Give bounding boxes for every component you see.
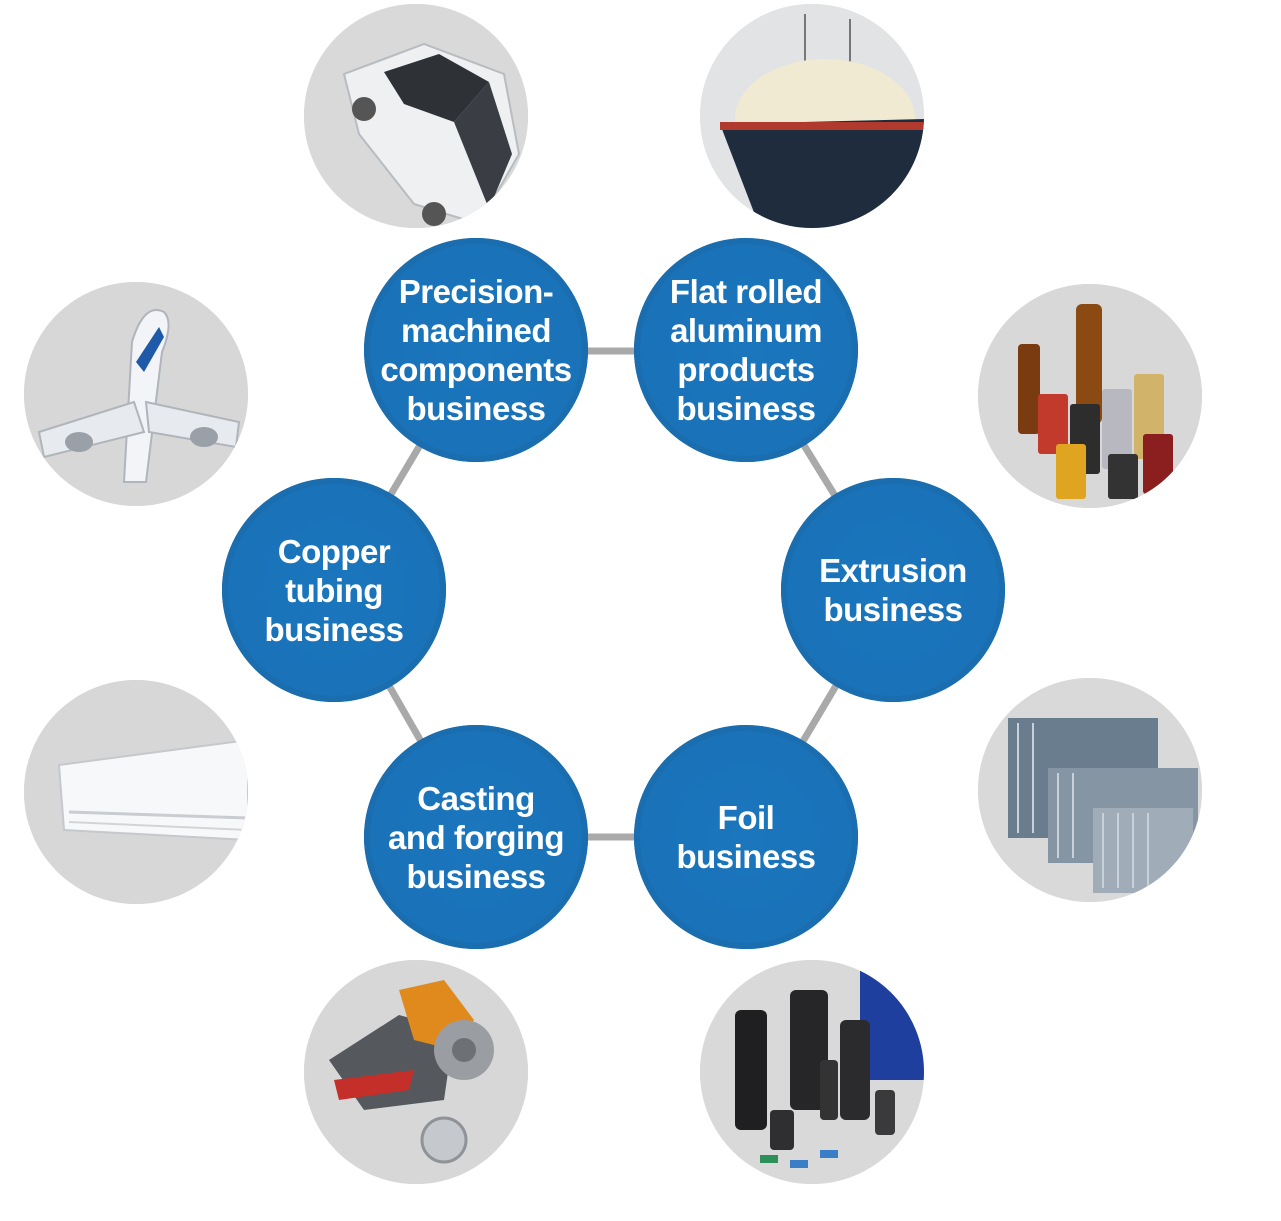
airplane-icon <box>24 282 248 506</box>
capacitor-icon <box>700 960 924 1184</box>
node-casting-label: Casting and forging business <box>388 779 564 895</box>
node-copper-label: Copper tubing business <box>264 532 404 648</box>
turbocharger-icon <box>304 960 528 1184</box>
lng-ship-icon <box>700 4 924 228</box>
node-flat-rolled-label: Flat rolled aluminum products business <box>669 273 823 427</box>
beverage-cans-icon <box>978 284 1202 508</box>
photo-car <box>304 4 528 228</box>
node-extrusion: Extrusion business <box>781 478 1005 702</box>
photo-lng-ship <box>700 4 924 228</box>
node-precision-label: Precision- machined components business <box>380 273 572 427</box>
node-casting: Casting and forging business <box>364 725 588 949</box>
node-foil-label: Foil business <box>676 799 816 875</box>
photo-capacitors <box>700 960 924 1184</box>
photo-radiators <box>978 678 1202 902</box>
photo-air-conditioner <box>24 680 248 904</box>
node-extrusion-label: Extrusion business <box>819 552 967 628</box>
car-icon <box>304 4 528 228</box>
node-copper: Copper tubing business <box>222 478 446 702</box>
node-flat-rolled: Flat rolled aluminum products business <box>634 238 858 462</box>
photo-beverage-cans <box>978 284 1202 508</box>
node-foil: Foil business <box>634 725 858 949</box>
radiator-icon <box>978 678 1202 902</box>
photo-airplane <box>24 282 248 506</box>
node-precision: Precision- machined components business <box>364 238 588 462</box>
photo-turbo-parts <box>304 960 528 1184</box>
air-conditioner-icon <box>24 680 248 904</box>
